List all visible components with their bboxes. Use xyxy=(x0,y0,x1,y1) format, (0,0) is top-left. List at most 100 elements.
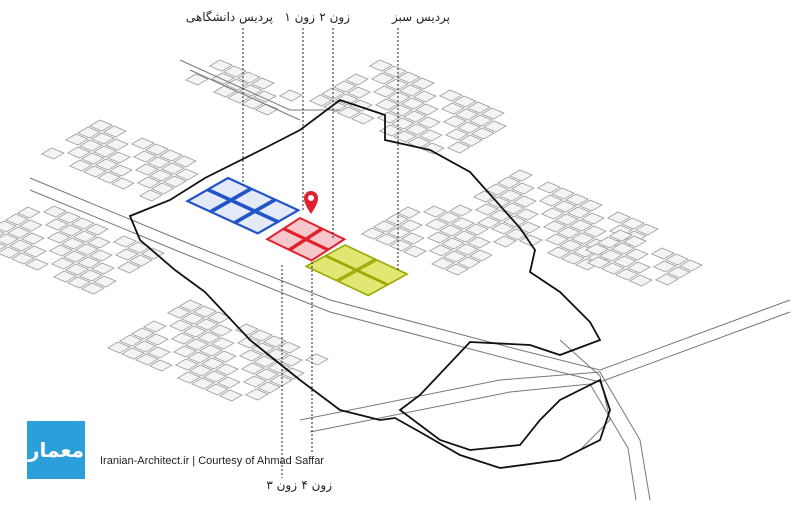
city-block xyxy=(620,217,645,230)
city-block xyxy=(442,115,467,128)
city-block xyxy=(84,223,109,236)
city-block xyxy=(174,168,199,181)
city-block xyxy=(176,371,201,384)
city-block xyxy=(196,331,221,344)
city-block xyxy=(496,176,521,189)
city-block xyxy=(224,78,249,91)
city-block xyxy=(540,207,565,220)
city-block xyxy=(252,355,277,368)
city-block xyxy=(66,146,91,159)
city-block xyxy=(346,86,371,99)
city-block xyxy=(454,243,479,256)
city-block xyxy=(178,299,203,312)
red-zone-block xyxy=(265,227,307,251)
city-block xyxy=(420,142,445,155)
city-block xyxy=(62,250,87,263)
city-block xyxy=(106,341,131,354)
city-block xyxy=(184,73,209,86)
city-block xyxy=(102,125,127,138)
city-block xyxy=(200,357,225,370)
city-block xyxy=(610,242,635,255)
city-block xyxy=(344,73,369,86)
leader-lines xyxy=(242,28,399,478)
city-block xyxy=(202,370,227,383)
city-block xyxy=(390,117,415,130)
blue-zone-block xyxy=(185,188,232,213)
city-block xyxy=(464,223,489,236)
city-block xyxy=(564,193,589,206)
city-block xyxy=(468,114,493,127)
city-block xyxy=(148,359,173,372)
city-block xyxy=(500,202,525,215)
city-block xyxy=(386,226,411,239)
city-block xyxy=(466,101,491,114)
city-block xyxy=(214,363,239,376)
city-block xyxy=(402,245,427,258)
city-block xyxy=(212,350,237,363)
city-block xyxy=(626,261,651,274)
city-block xyxy=(544,233,569,246)
city-block xyxy=(254,103,279,116)
city-block xyxy=(452,230,477,243)
city-block xyxy=(396,71,421,84)
city-block xyxy=(76,126,101,139)
city-block xyxy=(146,346,171,359)
city-block xyxy=(4,213,29,226)
university-campus-zone xyxy=(185,176,301,235)
city-block xyxy=(20,232,45,245)
city-block xyxy=(304,353,329,366)
green-zone-block xyxy=(324,244,377,271)
label-zone-3: زون ۳ xyxy=(266,478,297,492)
city-block xyxy=(558,239,583,252)
blue-zone-block xyxy=(209,199,256,224)
city-block xyxy=(134,163,159,176)
city-block xyxy=(78,269,103,282)
city-block xyxy=(664,253,689,266)
green-campus-zone xyxy=(304,244,409,297)
city-block xyxy=(262,335,287,348)
city-block xyxy=(440,237,465,250)
city-block xyxy=(482,120,507,133)
city-block xyxy=(278,354,303,367)
city-block xyxy=(484,183,509,196)
city-block xyxy=(80,152,105,165)
city-block xyxy=(266,361,291,374)
city-block xyxy=(88,249,113,262)
city-block xyxy=(512,195,537,208)
city-block xyxy=(442,250,467,263)
city-block xyxy=(634,223,659,236)
city-block xyxy=(208,59,233,72)
city-block xyxy=(16,206,41,219)
city-block xyxy=(652,260,677,273)
city-block xyxy=(388,104,413,117)
city-block xyxy=(552,200,577,213)
green-zone-block xyxy=(336,270,389,297)
city-block xyxy=(254,368,279,381)
city-block xyxy=(94,158,119,171)
city-block xyxy=(162,175,187,188)
city-block xyxy=(374,233,399,246)
blue-zone-block xyxy=(254,198,301,223)
city-block xyxy=(458,134,483,147)
city-block xyxy=(0,243,7,251)
city-block xyxy=(372,85,397,98)
city-block xyxy=(600,262,625,275)
city-block xyxy=(146,156,171,169)
city-block xyxy=(216,376,241,389)
city-block xyxy=(360,227,385,240)
city-blocks xyxy=(0,59,703,402)
city-block xyxy=(134,353,159,366)
city-block xyxy=(248,329,273,342)
city-block xyxy=(132,340,157,353)
city-block xyxy=(428,244,453,257)
city-block xyxy=(60,237,85,250)
city-block xyxy=(480,107,505,120)
city-block xyxy=(398,84,423,97)
city-block xyxy=(350,112,375,125)
city-block xyxy=(138,189,163,202)
city-block xyxy=(72,230,97,243)
city-block xyxy=(444,128,469,141)
city-block xyxy=(52,270,77,283)
city-block xyxy=(78,139,103,152)
